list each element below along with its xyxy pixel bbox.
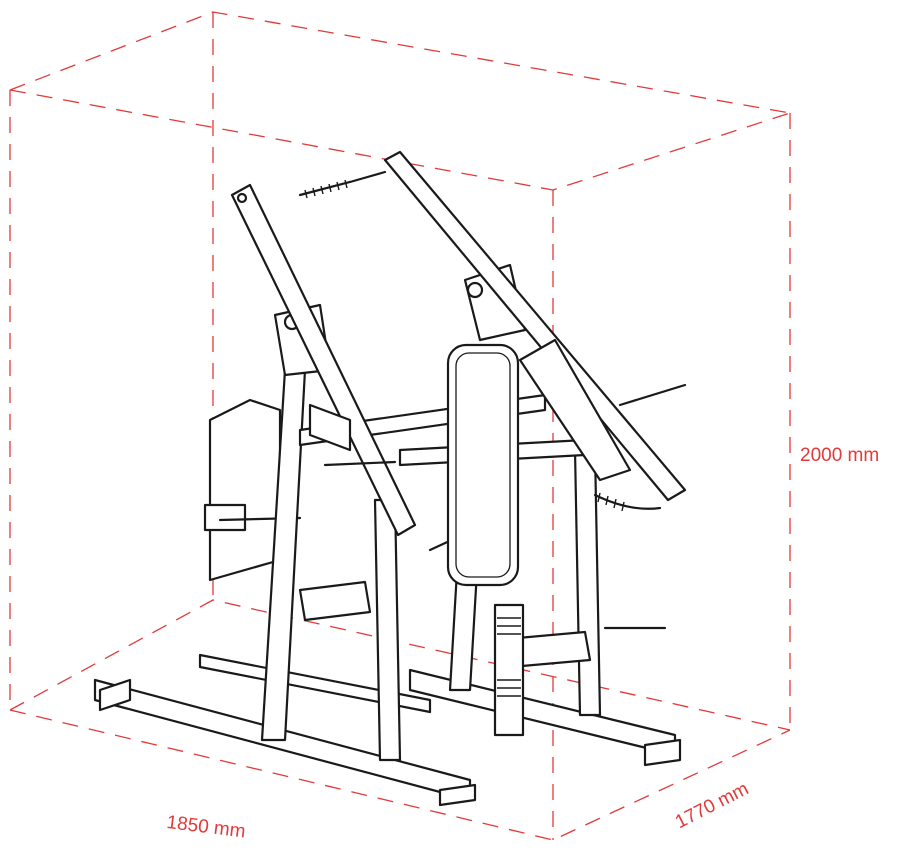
base-front-foot <box>438 783 477 807</box>
left-lever-peg <box>323 460 397 467</box>
base-right-foot <box>643 738 682 767</box>
left-plate-holder <box>203 503 247 532</box>
seat-post-adjuster <box>497 617 521 697</box>
left-lever-plate <box>308 403 352 452</box>
right-side-handle <box>593 493 662 510</box>
back-pad <box>446 343 520 587</box>
right-pivot-bolt <box>466 281 484 299</box>
right-upper-loading-peg <box>618 383 687 407</box>
base-cross-rail <box>198 653 432 714</box>
center-upright <box>373 498 402 762</box>
machine-line-art <box>93 150 687 807</box>
left-weight-horn-frame <box>208 398 282 582</box>
box-bottom-front-edge <box>9 709 791 841</box>
seat-post <box>493 603 525 737</box>
overhead-handle-bar <box>298 170 387 197</box>
right-side-handle-grip <box>597 492 625 512</box>
right-rear-upright <box>573 448 602 717</box>
box-top-back-edge <box>9 11 791 114</box>
base-left-foot <box>98 678 132 712</box>
left-seat-pad <box>298 580 372 622</box>
right-lever-guide <box>518 338 632 482</box>
height-dimension-label: 2000 mm <box>800 445 880 466</box>
overhead-handle-grip <box>304 179 348 199</box>
left-lever-end-bolt <box>236 192 248 204</box>
back-pad-inner <box>455 352 511 578</box>
